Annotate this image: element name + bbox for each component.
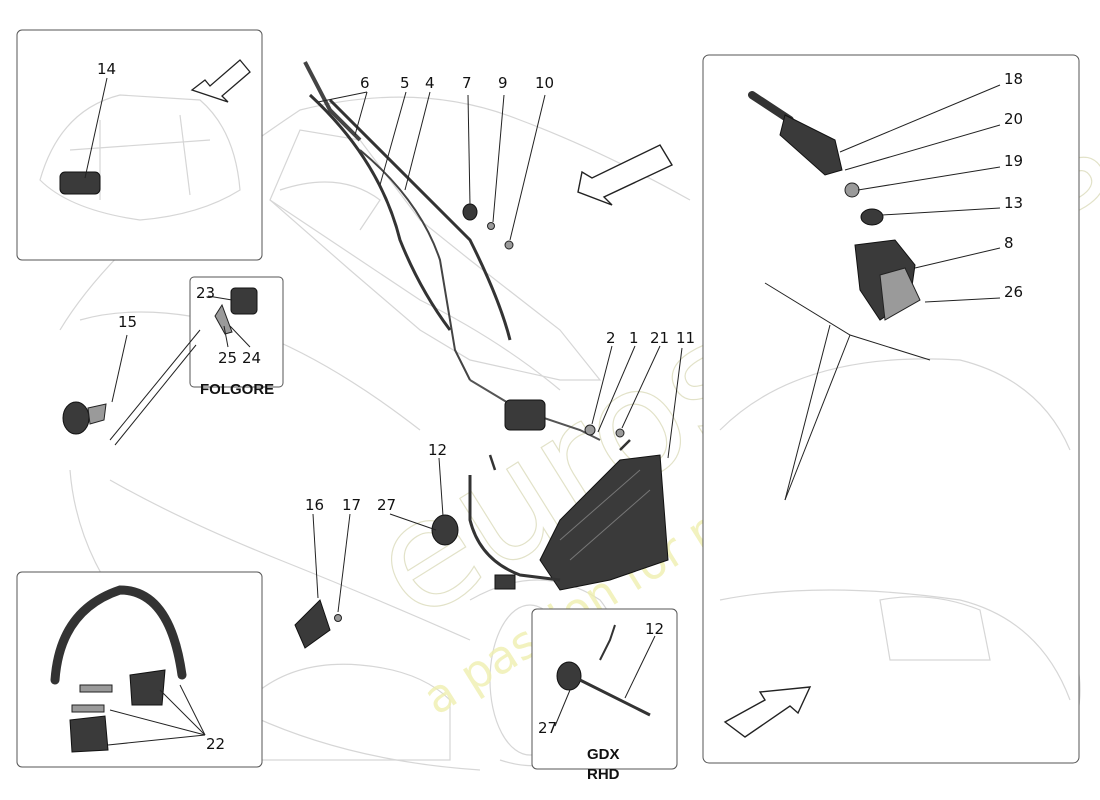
folgore-label: FOLGORE [200,381,274,398]
callout-27b: 27 [538,719,557,737]
view-direction-arrow-icon [723,686,812,738]
callout-15: 15 [118,313,137,331]
callout-6: 6 [360,74,370,92]
callout-27: 27 [377,496,396,514]
callout-1: 1 [629,329,639,347]
washer-reservoir: 12 16 17 27 [294,347,683,649]
callout-19: 19 [1004,152,1023,170]
callout-2: 2 [606,329,616,347]
callout-12: 12 [428,441,447,459]
gdx-label: GDX [587,746,620,763]
callout-17: 17 [342,496,361,514]
callout-16: 16 [305,496,324,514]
view-direction-arrow-icon [190,59,251,103]
callout-22: 22 [206,735,225,753]
rhd-label: RHD [587,766,620,783]
callout-5: 5 [400,74,410,92]
callout-9: 9 [498,74,508,92]
wiper-linkage: 6 5 4 7 9 10 2 1 21 11 [269,61,695,441]
part-horn: 15 [62,313,201,446]
callout-23: 23 [196,284,215,302]
callout-14: 14 [97,60,116,78]
callout-8: 8 [1004,234,1014,252]
inset-bottom-left: 22 [16,571,263,768]
inset-right-rear-wiper: 18 20 19 13 8 26 [702,54,1080,764]
callout-10: 10 [535,74,554,92]
callout-21: 21 [650,329,669,347]
callout-7: 7 [462,74,472,92]
callout-11: 11 [676,329,695,347]
callout-26: 26 [1004,283,1023,301]
callout-18: 18 [1004,70,1023,88]
inset-gdx-rhd: 12 27 GDX RHD [531,608,678,783]
inset-top-left: 14 [16,29,263,261]
callout-20: 20 [1004,110,1023,128]
callout-24: 24 [242,349,261,367]
view-direction-arrow-icon [577,144,673,206]
inset-folgore: 23 25 24 FOLGORE [189,276,284,398]
callout-25: 25 [218,349,237,367]
callout-13: 13 [1004,194,1023,212]
callout-4: 4 [425,74,435,92]
callout-12b: 12 [645,620,664,638]
